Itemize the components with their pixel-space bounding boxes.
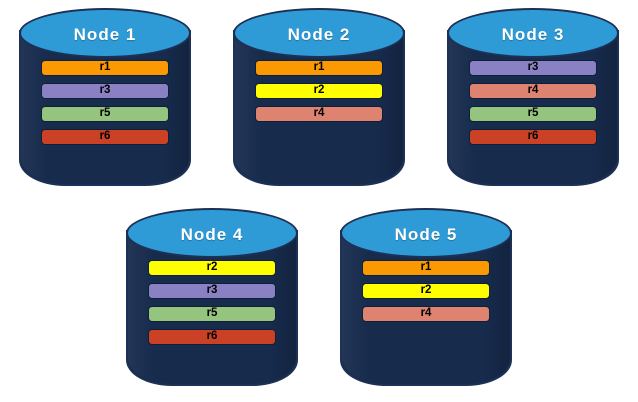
replica-bar-r5[interactable]: r5 — [469, 106, 597, 122]
replica-bar-r3[interactable]: r3 — [148, 283, 276, 299]
database-node-3[interactable]: Node 3 r3 r4 r5 r6 — [447, 8, 619, 188]
node-row-bottom-row: Node 4 r2 r3 r5 r6 Node 5 r1 r2 r4 — [0, 208, 638, 388]
database-node-5[interactable]: Node 5 r1 r2 r4 — [340, 208, 512, 388]
node-title-node-4: Node 4 — [180, 224, 244, 244]
cylinder-top-icon: Node 3 — [447, 8, 619, 58]
replica-bar-r6[interactable]: r6 — [148, 329, 276, 345]
node-title-node-2: Node 2 — [287, 24, 351, 44]
replica-bar-r2[interactable]: r2 — [362, 283, 490, 299]
replica-bar-r4[interactable]: r4 — [362, 306, 490, 322]
database-node-1[interactable]: Node 1 r1 r3 r5 r6 — [19, 8, 191, 188]
replica-bar-r6[interactable]: r6 — [41, 129, 169, 145]
database-node-2[interactable]: Node 2 r1 r2 r4 — [233, 8, 405, 188]
replica-bar-r2[interactable]: r2 — [255, 83, 383, 99]
cylinder-top-icon: Node 1 — [19, 8, 191, 58]
replica-bar-r6[interactable]: r6 — [469, 129, 597, 145]
replica-bar-r1[interactable]: r1 — [362, 260, 490, 276]
replica-list-node-1: r1 r3 r5 r6 — [19, 60, 191, 145]
replica-bar-r5[interactable]: r5 — [41, 106, 169, 122]
node-title-node-1: Node 1 — [73, 24, 137, 44]
replica-list-node-2: r1 r2 r4 — [233, 60, 405, 122]
replica-bar-r4[interactable]: r4 — [255, 106, 383, 122]
replica-bar-r5[interactable]: r5 — [148, 306, 276, 322]
replica-bar-r1[interactable]: r1 — [41, 60, 169, 76]
replica-list-node-3: r3 r4 r5 r6 — [447, 60, 619, 145]
replica-bar-r2[interactable]: r2 — [148, 260, 276, 276]
replica-list-node-5: r1 r2 r4 — [340, 260, 512, 322]
cylinder-top-icon: Node 5 — [340, 208, 512, 258]
cylinder-top-icon: Node 4 — [126, 208, 298, 258]
replica-bar-r3[interactable]: r3 — [41, 83, 169, 99]
replica-bar-r1[interactable]: r1 — [255, 60, 383, 76]
node-row-top-row: Node 1 r1 r3 r5 r6 Node 2 r1 r2 r4 Node 3 r3 r4 r5 r6 — [0, 8, 638, 188]
replica-bar-r3[interactable]: r3 — [469, 60, 597, 76]
replica-list-node-4: r2 r3 r5 r6 — [126, 260, 298, 345]
node-title-node-3: Node 3 — [501, 24, 565, 44]
database-node-4[interactable]: Node 4 r2 r3 r5 r6 — [126, 208, 298, 388]
replica-bar-r4[interactable]: r4 — [469, 83, 597, 99]
cylinder-top-icon: Node 2 — [233, 8, 405, 58]
node-title-node-5: Node 5 — [394, 224, 458, 244]
